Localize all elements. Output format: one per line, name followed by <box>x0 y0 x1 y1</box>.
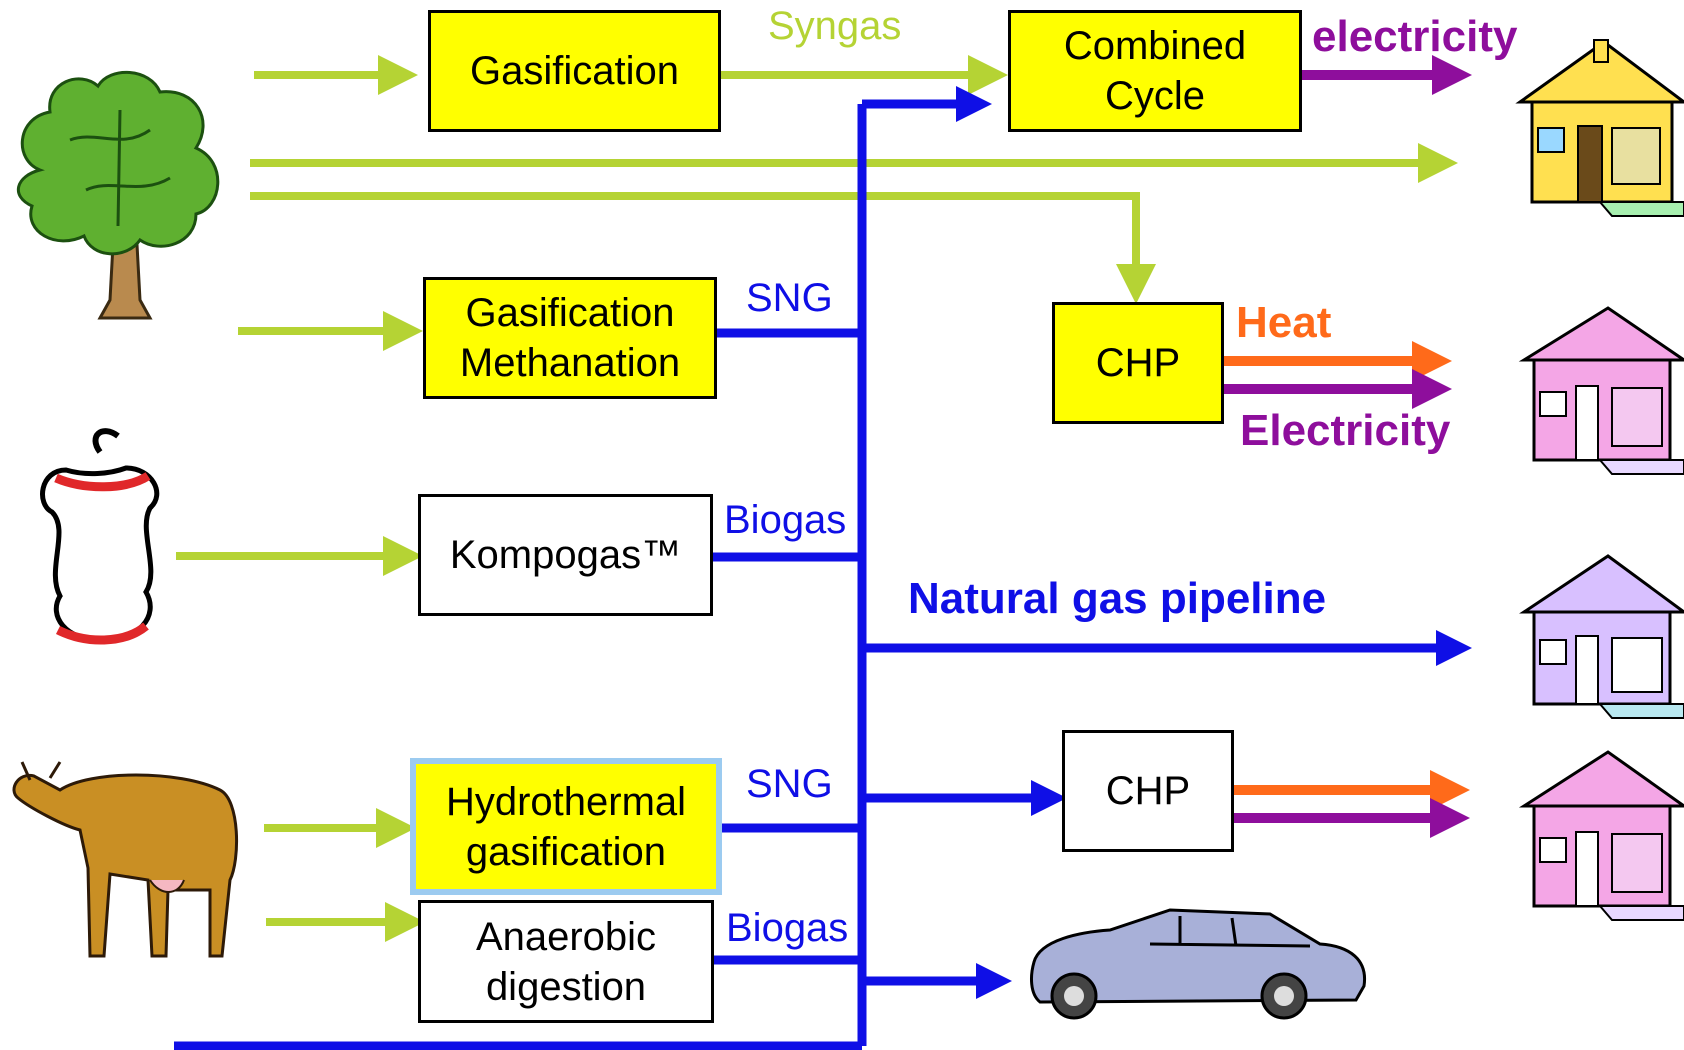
combined-cycle-label: Combined Cycle <box>1063 24 1247 118</box>
chp-label-bottom: CHP <box>1105 769 1191 813</box>
chp-box-bottom: CHP <box>1062 730 1234 852</box>
sng-label-top: SNG <box>746 276 833 320</box>
hydrothermal-gasification-label: Hydrothermal gasification <box>445 779 687 874</box>
heat-label: Heat <box>1236 298 1332 347</box>
apple-core-icon <box>40 428 160 645</box>
biogas-label-top: Biogas <box>724 498 847 542</box>
sng-label-bottom: SNG <box>746 762 833 806</box>
natural-gas-pipeline-label: Natural gas pipeline <box>908 574 1327 623</box>
chp-label-top: CHP <box>1095 341 1181 385</box>
anaerobic-digestion-box: Anaerobic digestion <box>418 900 714 1023</box>
lilac-house-icon <box>1519 554 1684 719</box>
syngas-label: Syngas <box>768 4 902 48</box>
kompogas-box: Kompogas™ <box>418 494 713 616</box>
pink-house-icon <box>1518 306 1684 475</box>
gasification-methanation-label: Gasification Methanation <box>459 291 681 385</box>
arrow-tree-to-chp <box>250 192 1156 304</box>
tree-icon <box>16 71 220 320</box>
chp-box-top: CHP <box>1052 302 1224 424</box>
yellow-house-icon <box>1515 39 1684 217</box>
gasification-box: Gasification <box>428 10 721 132</box>
hydrothermal-gasification-box: Hydrothermal gasification <box>410 758 722 895</box>
gasification-methanation-box: Gasification Methanation <box>423 277 717 399</box>
cow-icon <box>12 761 238 958</box>
anaerobic-digestion-label: Anaerobic digestion <box>475 914 657 1009</box>
gasification-label: Gasification <box>470 49 679 93</box>
combined-cycle-box: Combined Cycle <box>1008 10 1302 132</box>
car-icon <box>1030 908 1367 1020</box>
biogas-label-bottom: Biogas <box>726 906 849 950</box>
electricity-label-top: electricity <box>1312 12 1518 61</box>
pink-house-icon <box>1518 750 1684 921</box>
kompogas-label: Kompogas™ <box>449 533 682 577</box>
electricity-label-chp: Electricity <box>1240 406 1451 455</box>
